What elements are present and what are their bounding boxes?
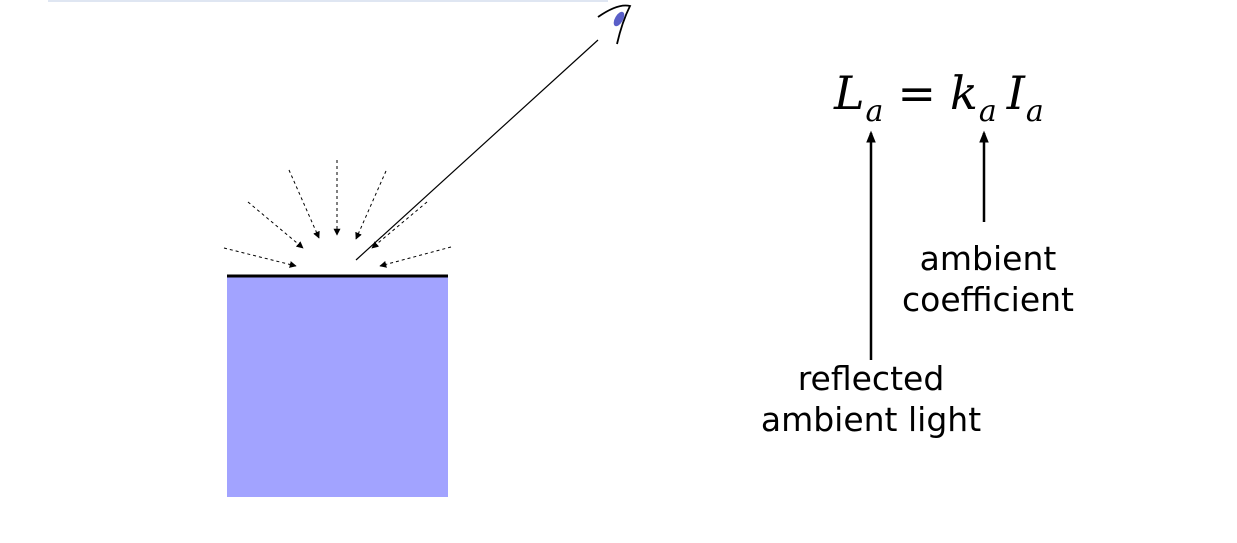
ambient-ray (355, 170, 387, 240)
ambient-ray (371, 201, 428, 249)
surface-block (227, 277, 448, 497)
ambient-intensity-term: Ia (1006, 66, 1044, 129)
reflected-light-term: La (834, 66, 884, 129)
eye-icon (597, 4, 632, 45)
reflected-ambient-light-label: reflected ambient light (760, 359, 982, 439)
equals-sign: = (897, 66, 936, 120)
ambient-ray (223, 247, 297, 268)
ambient-ray (247, 201, 304, 249)
ambient-coefficient-term: ka (949, 66, 997, 129)
ambient-coefficient-label: ambient coefficient (901, 239, 1074, 319)
reflected-ray (355, 39, 599, 261)
ambient-ray (379, 246, 452, 268)
ambient-ray (288, 169, 320, 239)
top-rule (48, 0, 608, 2)
